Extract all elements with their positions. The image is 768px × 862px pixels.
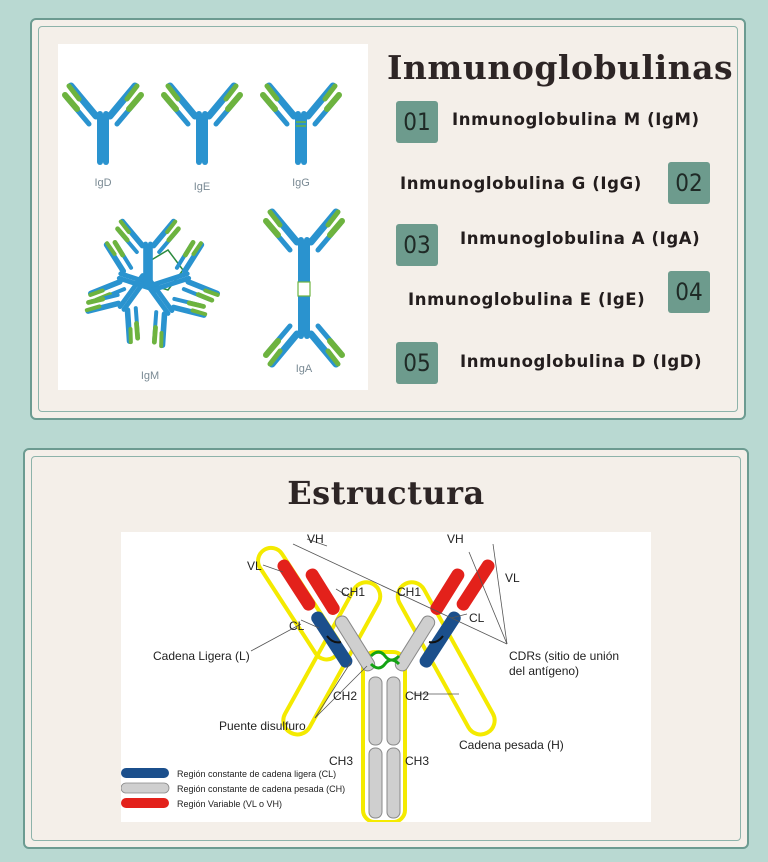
ch1-right-label: CH1 (397, 585, 421, 599)
heavy-chain-label: Cadena pesada (H) (459, 738, 564, 752)
structure-title: Estructura (287, 474, 485, 512)
immunoglobulin-types-svg: IgD IgE IgG IgM IgA (58, 44, 368, 382)
item-number-03: 03 (396, 224, 438, 266)
cdrs-label-line1: CDRs (sitio de unión (509, 649, 619, 663)
ch3-right-label: CH3 (405, 754, 429, 768)
item-label-igm: Inmunoglobulina M (IgM) (452, 110, 700, 129)
ch2-left-segment (368, 676, 383, 746)
cdrs-label-line2: del antígeno) (509, 664, 579, 678)
ige-label: IgE (194, 181, 211, 193)
iga-label: IgA (296, 363, 313, 375)
ige-antibody-icon (164, 86, 240, 162)
antibody-structure-svg: VH VH VL VL CH1 CH1 CL CL CH2 CH2 CH3 CH… (120, 532, 619, 824)
structure-card: Estructura (23, 448, 749, 849)
vh-left-segment (305, 568, 340, 615)
item-number-04: 04 (668, 271, 710, 313)
item-label-ige: Inmunoglobulina E (IgE) (408, 290, 646, 309)
igm-label: IgM (141, 370, 159, 382)
vh-left-label: VH (307, 532, 324, 546)
item-label-igd: Inmunoglobulina D (IgD) (460, 352, 703, 371)
vl-left-label: VL (247, 559, 262, 573)
ch1-left-label: CH1 (341, 585, 365, 599)
item-label-iga: Inmunoglobulina A (IgA) (460, 229, 701, 248)
immunoglobulin-types-figure: IgD IgE IgG IgM IgA (58, 44, 368, 390)
ch2-right-label: CH2 (405, 689, 429, 703)
disulfide-bridge-icon (369, 650, 401, 670)
legend-label-cl: Región constante de cadena ligera (CL) (177, 769, 336, 779)
ch1-left-segment (334, 615, 376, 672)
igg-antibody-icon (263, 86, 339, 162)
vl-right-segment (456, 559, 495, 611)
vl-left-segment (277, 559, 316, 611)
iga-dimer-icon (266, 212, 342, 364)
cl-left-label: CL (289, 619, 305, 633)
vh-right-label: VH (447, 532, 464, 546)
cl-right-label: CL (469, 611, 485, 625)
vl-right-label: VL (505, 571, 520, 585)
legend: Región constante de cadena ligera (CL) R… (120, 768, 345, 809)
vh-right-segment (430, 568, 465, 615)
igm-pentamer-icon (84, 222, 218, 348)
disulfide-label: Puente disulfuro (219, 719, 306, 733)
legend-swatch-variable (121, 798, 169, 808)
antibody-structure-diagram: VH VH VL VL CH1 CH1 CL CL CH2 CH2 CH3 CH… (120, 532, 651, 824)
light-chain-label: Cadena Ligera (L) (153, 649, 250, 663)
igd-antibody-icon (65, 86, 141, 162)
ch1-right-segment (394, 615, 436, 672)
legend-swatch-ch (120, 782, 170, 794)
ch3-left-label: CH3 (329, 754, 353, 768)
ch3-right-segment (386, 747, 401, 819)
item-number-01: 01 (396, 101, 438, 143)
ch2-right-segment (386, 676, 401, 746)
legend-label-variable: Región Variable (VL o VH) (177, 799, 282, 809)
legend-label-ch: Región constante de cadena pesada (CH) (177, 784, 345, 794)
igd-label: IgD (94, 177, 111, 189)
item-number-02: 02 (668, 162, 710, 204)
ch2-left-label: CH2 (333, 689, 357, 703)
item-label-igg: Inmunoglobulina G (IgG) (400, 174, 642, 193)
immunoglobulins-card: IgD IgE IgG IgM IgA Inmunoglobulinas (30, 18, 746, 420)
legend-swatch-cl (121, 768, 169, 778)
immunoglobulins-title: Inmunoglobulinas (387, 48, 734, 87)
item-number-05: 05 (396, 342, 438, 384)
igg-label: IgG (292, 177, 310, 189)
ch3-left-segment (368, 747, 383, 819)
